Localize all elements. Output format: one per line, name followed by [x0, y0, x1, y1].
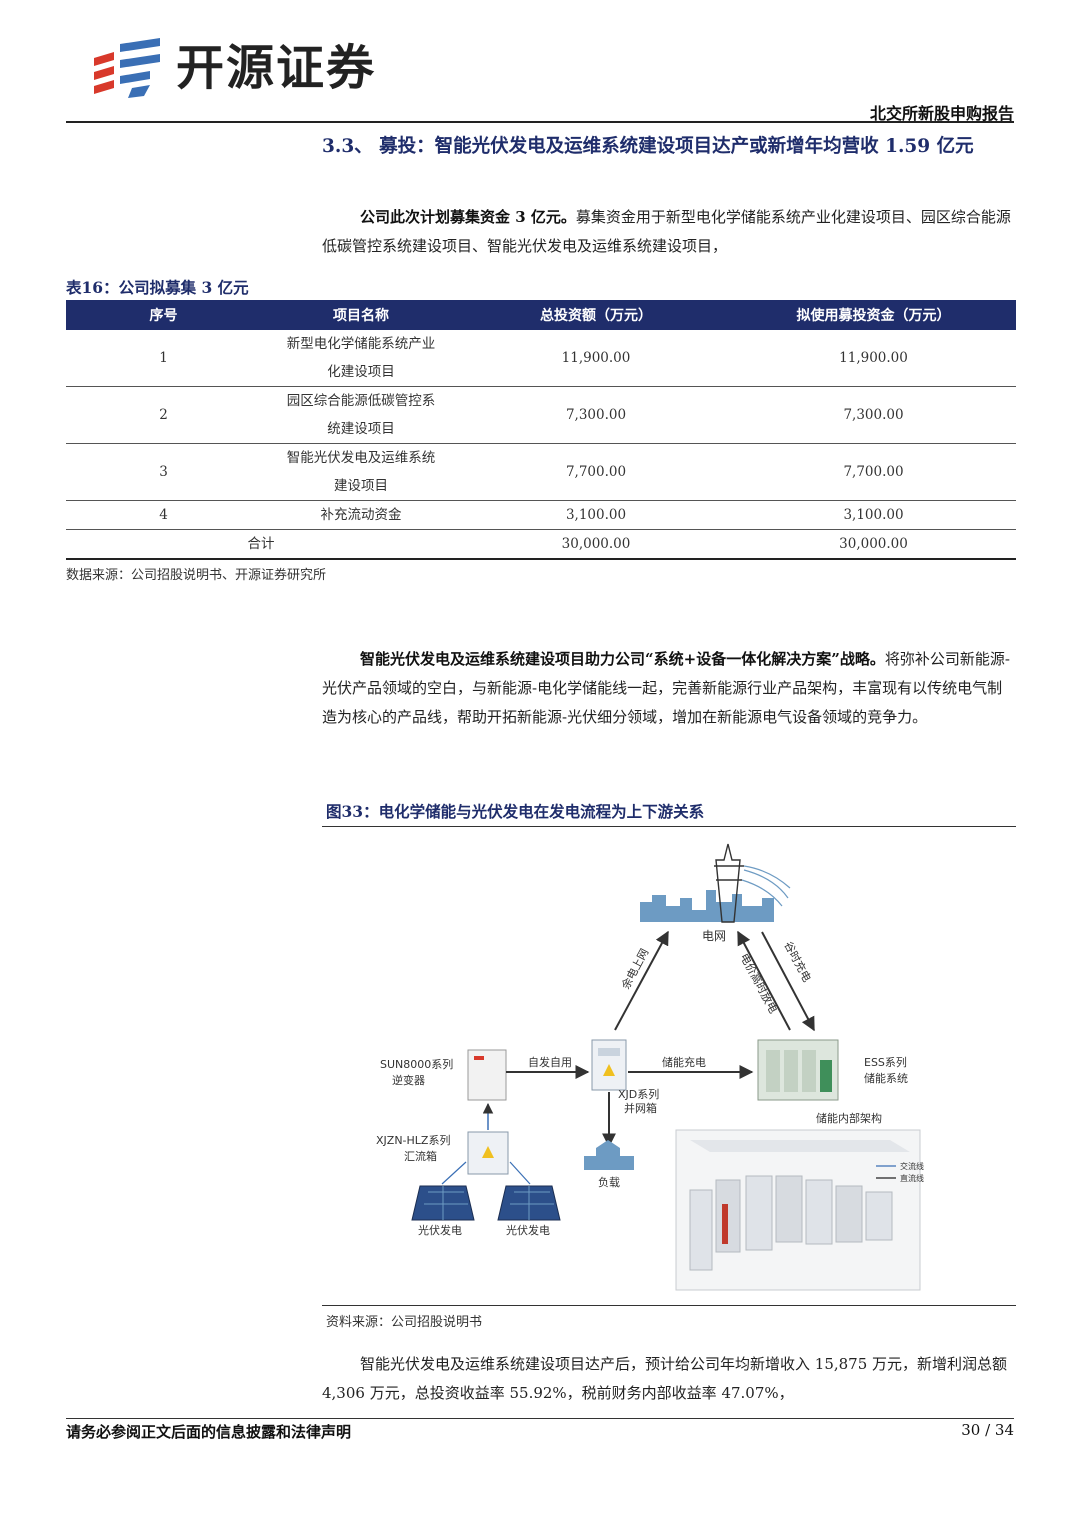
discharge-arrow: [737, 930, 791, 1031]
paragraph-strategy-lead: 智能光伏发电及运维系统建设项目助力公司“系统+设备一体化解决方案”战略。: [360, 650, 885, 668]
table-cell-name: 新型电化学储能系统产业化建设项目: [266, 330, 456, 386]
figure-title: 图33：电化学储能与光伏发电在发电流程为上下游关系: [326, 802, 705, 821]
table-cell-no: 4: [159, 507, 168, 523]
internal-architecture-label: 储能内部架构: [816, 1111, 882, 1125]
energy-flow-diagram: 电网 余电上网 电价高时放电 谷时充电 SUN8000系列 逆变器 XJD系列 …: [376, 843, 924, 1291]
table-total-raised: 30,000.00: [839, 536, 908, 552]
table-cell-name-line1: 智能光伏发电及运维系统: [286, 450, 436, 466]
combiner-box-icon: [467, 1131, 509, 1175]
table-cell-no: 2: [159, 407, 168, 423]
charge-arrow: [761, 931, 815, 1032]
figure-bottom-rule: [322, 1305, 1016, 1306]
paragraph-revenue: 智能光伏发电及运维系统建设项目达产后，预计给公司年均新增收入 15,875 万元…: [322, 1355, 1008, 1402]
discharge-label: 电价高时放电: [737, 951, 780, 1016]
pv-label-1: 光伏发电: [418, 1223, 462, 1237]
footer-disclaimer: 请务必参阅正文后面的信息披露和法律声明: [66, 1423, 352, 1441]
table-cell-name: 补充流动资金: [320, 507, 402, 523]
table-cell-no: 1: [159, 350, 168, 366]
table-cell-raised: 11,900.00: [839, 350, 908, 366]
table-header-cell: 总投资额（万元）: [540, 308, 652, 324]
grid-connection-box-icon: [591, 1039, 627, 1091]
power-grid-icon: [640, 843, 791, 923]
report-type: 北交所新股申购报告: [869, 104, 1014, 123]
brand-name: 开源证券: [176, 40, 377, 96]
inverter-icon: [467, 1049, 507, 1101]
figure-source: 资料来源：公司招股说明书: [326, 1315, 483, 1330]
table-cell-total: 7,300.00: [565, 407, 627, 423]
table-cell-name-line2: 统建设项目: [327, 421, 395, 437]
storage-charge-label: 储能充电: [662, 1055, 706, 1069]
table-cell-name-line2: 化建设项目: [327, 364, 395, 380]
section-heading: 3.3、 募投：智能光伏发电及运维系统建设项目达产或新增年均营收 1.59 亿元: [322, 136, 974, 157]
table-total-total: 30,000.00: [561, 536, 631, 552]
table-cell-name-line1: 新型电化学储能系统产业: [286, 336, 436, 352]
paragraph-intro: 公司此次计划募集资金 3 亿元。募集资金用于新型电化学储能系统产业化建设项目、园…: [322, 203, 1016, 261]
combiner-label-line2: 汇流箱: [404, 1149, 437, 1163]
table-cell-raised: 7,300.00: [843, 407, 904, 423]
load-label: 负载: [598, 1175, 620, 1189]
page-number: 30 / 34: [961, 1421, 1014, 1439]
grid-label: 电网: [702, 929, 726, 943]
pv-line: [509, 1161, 531, 1185]
ess-label-line1: ESS系列: [864, 1055, 907, 1069]
footer-divider: [66, 1418, 1014, 1419]
storage-internal-architecture-image: [675, 1129, 921, 1291]
table-header-cell: 项目名称: [333, 308, 389, 324]
table-total-row: 合计 30,000.00 30,000.00: [66, 530, 1016, 560]
xjd-label-line1: XJD系列: [618, 1087, 659, 1101]
table-cell-name-line2: 建设项目: [334, 478, 388, 494]
ess-cabinet-icon: [757, 1039, 839, 1101]
table-total-label: 合计: [247, 536, 275, 552]
paragraph-intro-lead: 公司此次计划募集资金 3 亿元。: [360, 208, 576, 226]
table-cell-raised: 7,700.00: [843, 464, 904, 480]
header-divider: [66, 121, 1014, 123]
table-cell-name: 园区综合能源低碳管控系统建设项目: [266, 387, 456, 443]
legend-ac-label: 交流线: [900, 1161, 924, 1171]
table-cell-total: 7,700.00: [565, 464, 627, 480]
xjd-label-line2: 并网箱: [624, 1101, 657, 1115]
combiner-label-line1: XJZN-HLZ系列: [376, 1133, 450, 1147]
figure-top-rule: [322, 826, 1016, 827]
inverter-label-line2: 逆变器: [392, 1073, 425, 1087]
paragraph-intro-body: 募集资金用于新型电化学储能系统产业化建设项目、园区综合能源低碳管控系统建设项目、…: [322, 208, 1011, 255]
solar-panel-icon: [497, 1185, 561, 1221]
paragraph-strategy: 智能光伏发电及运维系统建设项目助力公司“系统+设备一体化解决方案”战略。将弥补公…: [322, 645, 1016, 732]
table-header-cell: 拟使用募投资金（万元）: [796, 308, 951, 324]
pv-label-2: 光伏发电: [506, 1223, 550, 1237]
table-header-cell: 序号: [149, 308, 178, 324]
table-cell-total: 3,100.00: [565, 507, 627, 523]
solar-panel-icon: [411, 1185, 475, 1221]
brand-logo-icon: [88, 38, 166, 100]
table-cell-raised: 3,100.00: [843, 507, 904, 523]
load-building-icon: [584, 1140, 634, 1170]
ess-label-line2: 储能系统: [864, 1071, 908, 1085]
table-row: 2 园区综合能源低碳管控系统建设项目 7,300.00 7,300.00: [66, 387, 1016, 444]
table-cell-name-line1: 园区综合能源低碳管控系: [286, 393, 436, 409]
table-row: 1 新型电化学储能系统产业化建设项目 11,900.00 11,900.00: [66, 330, 1016, 387]
inverter-label-line1: SUN8000系列: [380, 1057, 453, 1071]
table-source: 数据来源：公司招股说明书、开源证券研究所: [66, 568, 327, 583]
legend-dc-label: 直流线: [900, 1173, 924, 1183]
table-cell-name: 智能光伏发电及运维系统建设项目: [266, 444, 456, 500]
table-title: 表16：公司拟募集 3 亿元: [66, 278, 249, 297]
table-row: 3 智能光伏发电及运维系统建设项目 7,700.00 7,700.00: [66, 444, 1016, 501]
table-header: 序号 项目名称 总投资额（万元） 拟使用募投资金（万元）: [66, 300, 1016, 330]
table-cell-total: 11,900.00: [561, 350, 631, 366]
pv-line: [441, 1161, 467, 1185]
surplus-label: 余电上网: [618, 946, 651, 991]
table-row: 4 补充流动资金 3,100.00 3,100.00: [66, 501, 1016, 530]
paragraph-strategy-body: 将弥补公司新能源-光伏产品领域的空白，与新能源-电化学储能线一起，完善新能源行业…: [322, 650, 1010, 726]
self-use-label: 自发自用: [528, 1055, 572, 1069]
table-cell-no: 3: [159, 464, 168, 480]
surplus-arrow: [614, 930, 669, 1031]
